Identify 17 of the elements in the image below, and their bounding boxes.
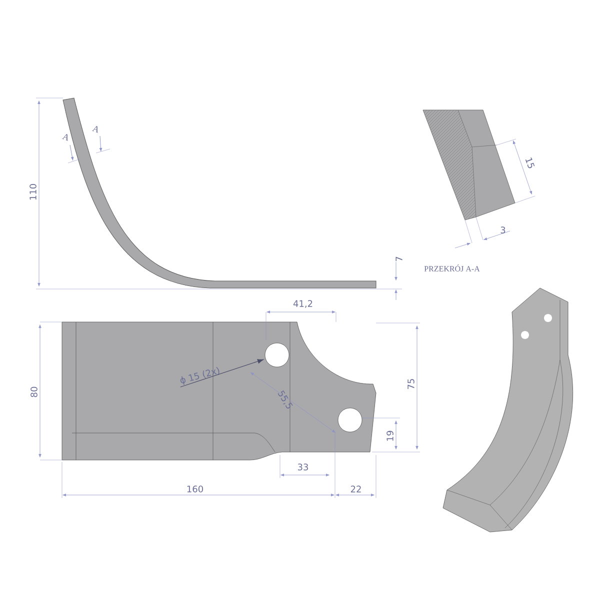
dimension-label: 3 [500,226,506,234]
dimension-label: 75 [408,379,414,389]
dimension-label: 22 [350,486,361,492]
dimension-label: PRZEKRÓJ A-A [424,264,480,272]
dimension-label: ϕ 15 (2x) [180,367,220,385]
leader-line [180,359,264,388]
dimension-label: 19 [386,430,394,441]
dimension-label: 33 [298,464,308,470]
dimension-label: 15 [525,158,535,168]
dimension-label: A [62,134,68,141]
dimension-label: 80 [30,386,38,398]
dimension-label: A [92,126,98,133]
dimension-label: 110 [30,184,36,200]
dimension-label: 41,2 [293,300,312,308]
mounting-hole [264,342,290,368]
dimension-label: 7 [396,256,402,262]
dimension-label: 160 [187,486,203,492]
